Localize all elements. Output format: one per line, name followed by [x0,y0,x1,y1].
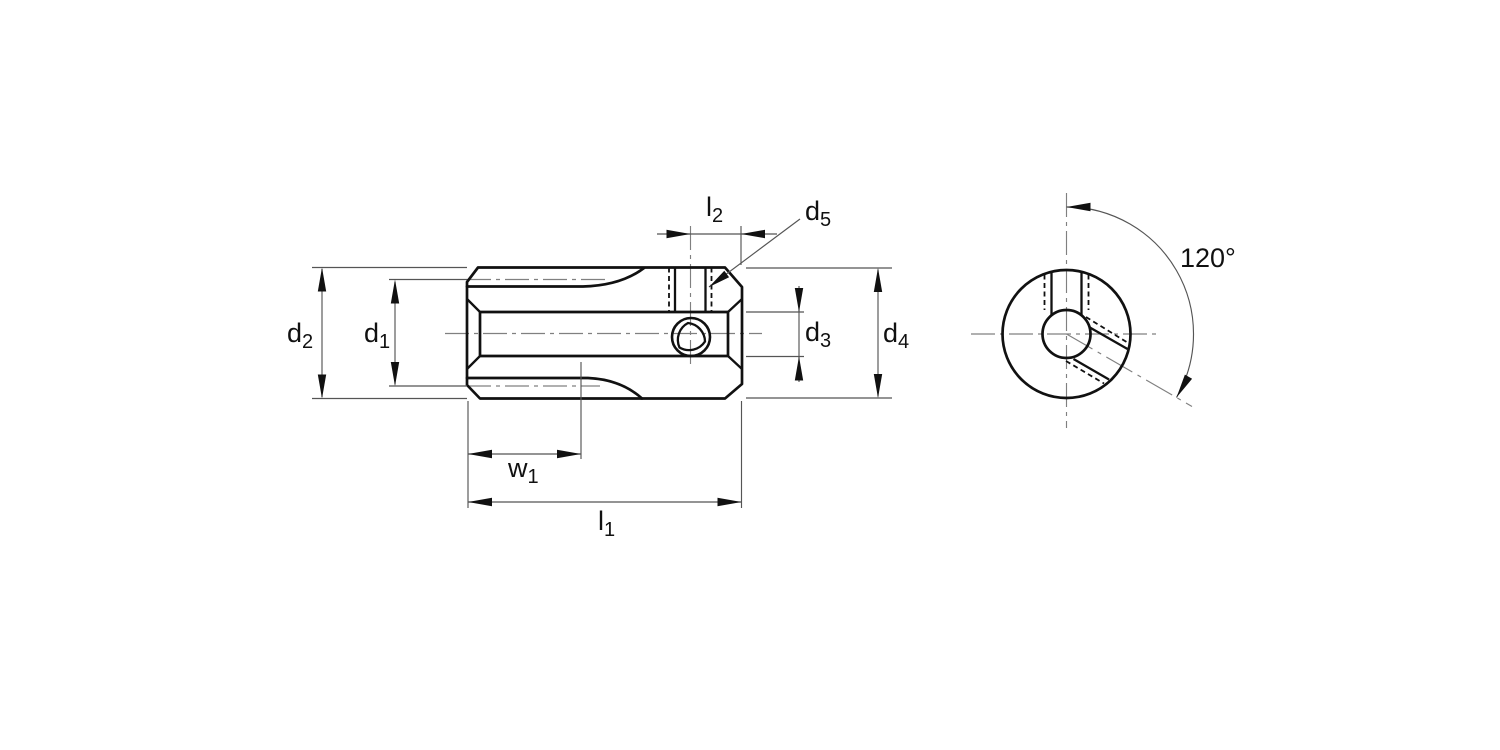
cross-hole-inner-profile [676,321,707,352]
arrowhead-left [741,229,765,239]
arrowhead-right [557,449,581,459]
cross-hole-outer-circle [670,316,712,358]
side-view [445,226,762,400]
bore-chamfer-lines [466,298,743,370]
arrowhead-arc-top [1066,202,1091,212]
slot-top-profile [465,266,646,288]
slot-bottom-profile [465,376,644,400]
label-d4: d4 [883,318,909,353]
tapped-hole-hidden-lines [668,267,713,312]
bore-circle [1041,308,1092,360]
label-angle-120: 120° [1180,243,1236,273]
arrowhead-left [468,497,492,507]
body-outline [465,266,744,400]
label-d3: d3 [805,317,831,352]
dimension-d2: d2 [287,266,467,400]
arrowhead-leader [709,270,730,287]
dimension-d4: d4 [746,267,909,399]
arrowhead-down [390,362,400,386]
arrowhead-up [390,279,400,304]
extension-lines [389,278,467,387]
extension-lines [746,311,804,358]
extension-lines [312,266,467,400]
radial-hole-top-hidden [1043,274,1090,310]
arrowhead-down [794,288,804,312]
dimension-angle-120: 120° [1066,202,1236,398]
outer-diameter-circle [1001,268,1132,400]
label-l2: l2 [706,192,723,227]
angle-arc [1066,206,1195,398]
end-view [971,193,1193,428]
dimension-w1: w1 [467,362,582,508]
arrowhead-up [794,356,804,381]
arrowhead-arc-bottom [1176,374,1193,398]
label-d2: d2 [287,318,313,353]
arrowhead-down [873,374,883,398]
dimension-l2: l2 [657,192,777,265]
arrowhead-right [666,229,691,239]
arrowhead-right [717,497,742,507]
label-d5: d5 [805,196,831,231]
dimension-d1: d1 [364,278,467,387]
arrowhead-down [317,374,327,399]
label-d1: d1 [364,318,390,353]
arrowhead-left [468,449,492,459]
radial-hole-120-hidden [1065,316,1130,385]
dimension-d5-leader: d5 [708,196,831,288]
label-w1: w1 [507,453,539,488]
extension-lines [467,362,582,508]
arrowhead-up [873,268,883,292]
tapped-hole-solid-lines [673,267,707,312]
extension-lines [746,267,892,399]
dimension-l1: l1 [468,401,743,541]
radial-hole-top-solid [1050,272,1083,316]
arrowhead-up [317,267,327,292]
dimension-d3: d3 [746,286,831,382]
radial-hole-120-solid [1072,326,1129,381]
label-l1: l1 [598,506,615,541]
bore-lines [478,310,730,358]
